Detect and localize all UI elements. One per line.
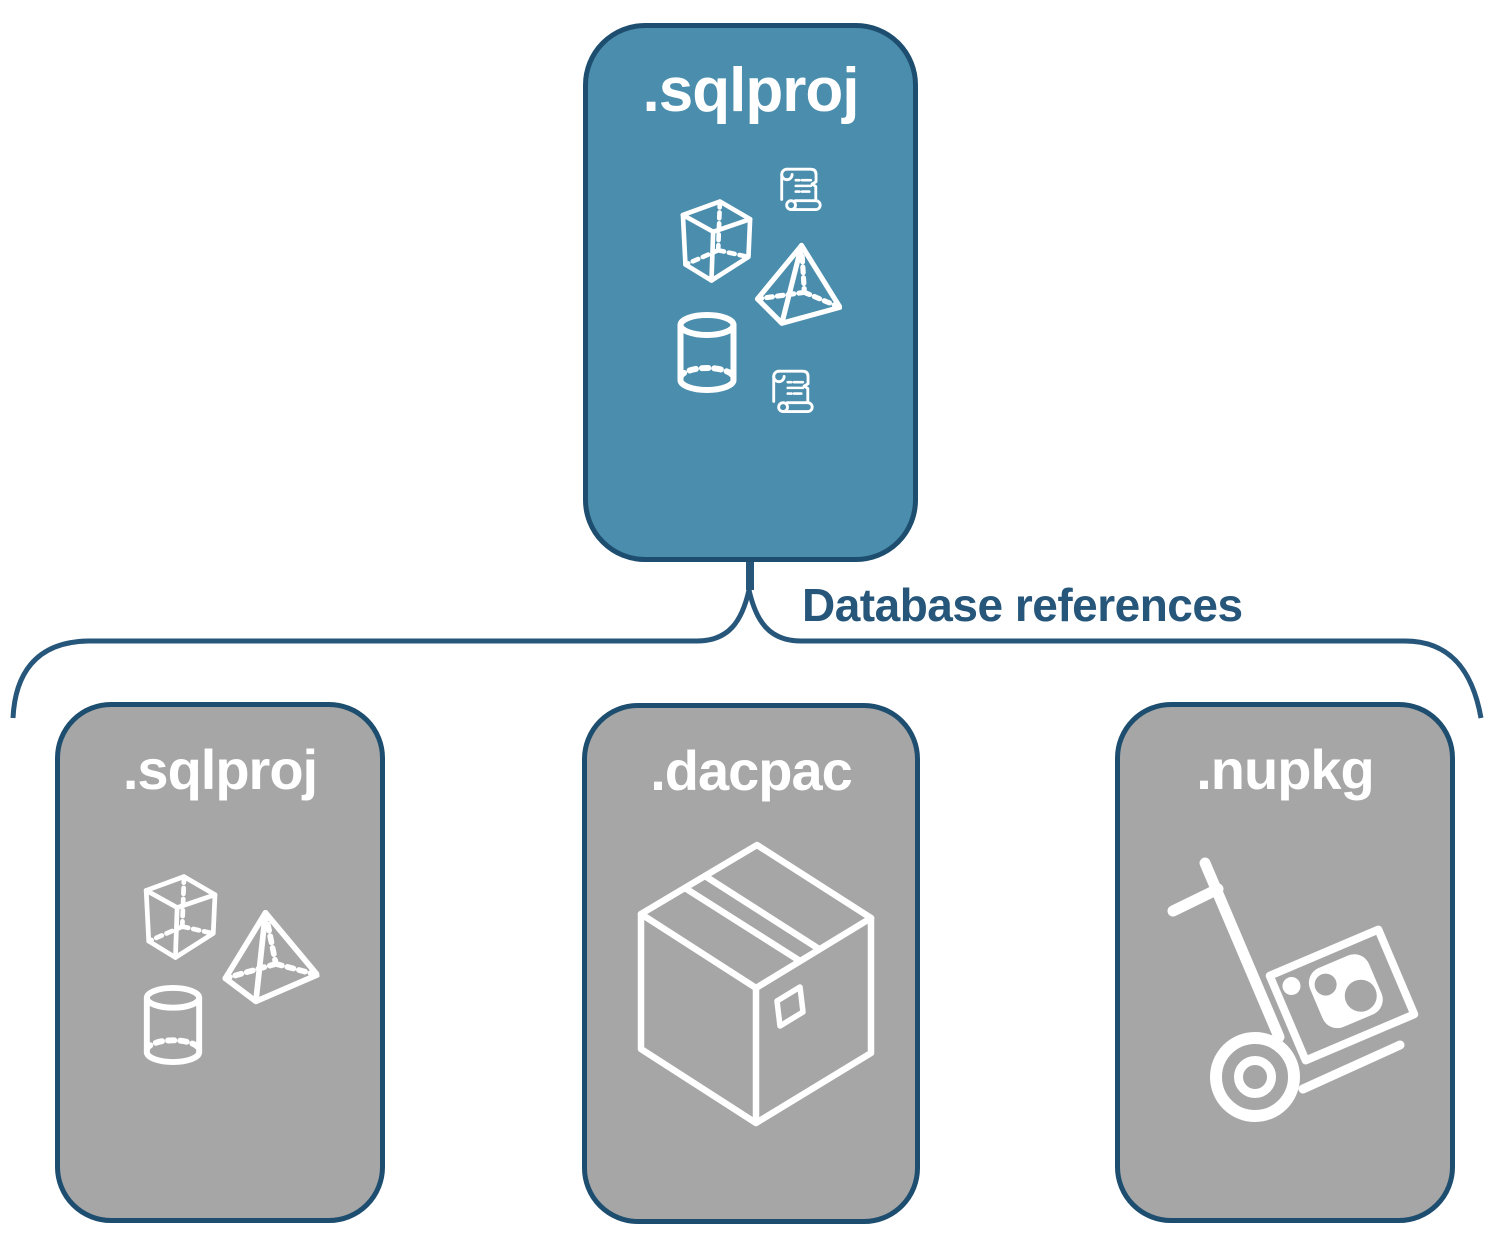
handtruck-wheel [1210, 1032, 1300, 1122]
cube-icon [680, 199, 753, 283]
root-node-title: .sqlproj [642, 56, 860, 125]
scroll-icon [780, 167, 822, 211]
connector-brace-line [10, 589, 1484, 719]
handtruck-base [1298, 1040, 1405, 1094]
connector-label: Database references [802, 579, 1243, 631]
cylinder-icon [143, 985, 203, 1066]
node-child-dacpac: .dacpac [582, 703, 920, 1224]
scroll-icon [772, 369, 814, 413]
child-node-title: .sqlproj [122, 738, 318, 801]
node-root-sqlproj: .sqlproj [583, 23, 918, 562]
nuget-package [1265, 925, 1419, 1065]
handtruck-handle [1167, 883, 1224, 917]
cube-icon [143, 874, 218, 960]
handtruck-hub [1234, 1056, 1276, 1098]
package-box-icon [637, 841, 875, 1127]
node-child-sqlproj: .sqlproj [55, 702, 385, 1223]
pyramid-icon [222, 909, 321, 1005]
child-node-title: .nupkg [1196, 738, 1375, 801]
child-node-title: .dacpac [650, 739, 853, 802]
cylinder-icon [677, 312, 737, 393]
node-child-nupkg: .nupkg [1115, 702, 1455, 1223]
nuget-handtruck-icon [1167, 857, 1419, 1122]
pyramid-icon [754, 242, 842, 326]
